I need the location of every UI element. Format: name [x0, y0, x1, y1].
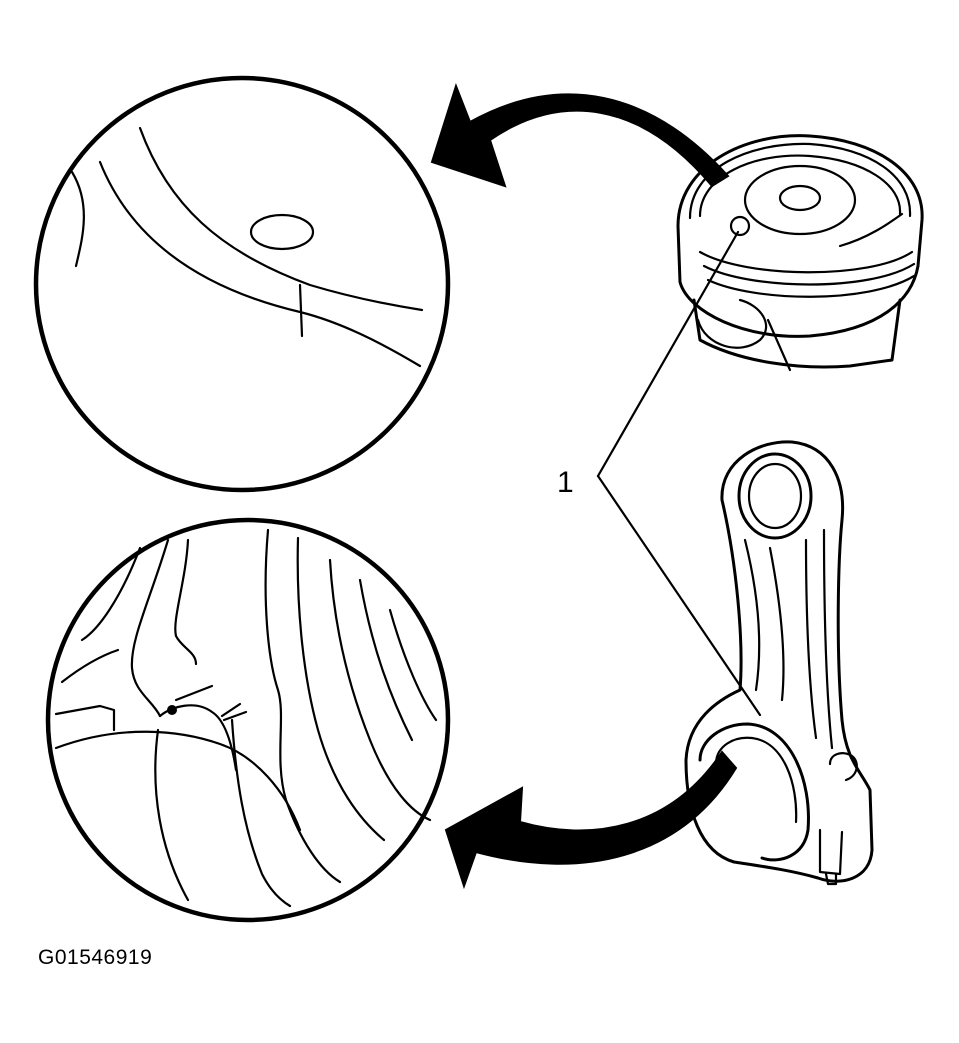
lower-arrow [444, 750, 738, 890]
piston-mark-dot [249, 213, 315, 251]
rod-mark-dot [167, 705, 177, 715]
connecting-rod-illustration [684, 440, 874, 886]
piston-mark-spot [729, 215, 751, 237]
callout-leaders [596, 230, 762, 717]
figure-id-label: G01546919 [38, 946, 153, 969]
piston-illustration [676, 134, 924, 372]
rod-detail-magnifier [45, 517, 451, 923]
upper-arrow [430, 82, 730, 188]
piston-detail-magnifier [33, 75, 451, 493]
callout-number-1: 1 [557, 466, 574, 499]
